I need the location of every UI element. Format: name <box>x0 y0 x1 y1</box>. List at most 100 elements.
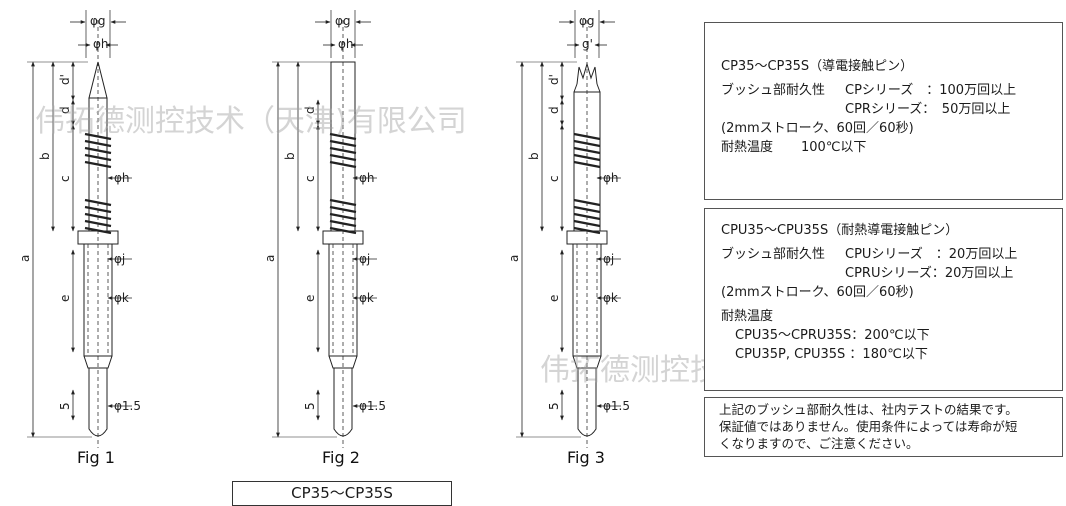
spring-coil <box>329 153 357 162</box>
fig-2-label: Fig 2 <box>322 448 360 467</box>
spring-coil <box>84 219 112 228</box>
spring-coil <box>84 160 112 169</box>
label-phi-k: φk <box>359 291 374 305</box>
cp35-stroke-note: (2mmストローク、60回／60秒) <box>721 121 914 136</box>
spring-coil <box>329 219 357 228</box>
label-a: a <box>18 255 32 262</box>
disclaimer-line-3: くなりますので、ご注意ください。 <box>719 436 919 451</box>
label-phi-j: φj <box>114 252 125 266</box>
label-c: c <box>547 175 561 182</box>
model-tab[interactable]: CP35～CP35S <box>232 481 452 506</box>
label-e: e <box>303 295 317 302</box>
cpu35-heat-1: CPU35～CPRU35S：200℃以下 <box>735 328 930 343</box>
label-phi-j: φj <box>603 252 614 266</box>
label-e: e <box>58 295 72 302</box>
cpu35-durability-cpru: CPRUシリーズ：20万回以上 <box>845 266 1014 281</box>
label-phi-h: φh <box>359 171 375 185</box>
spring-coil <box>573 205 601 214</box>
spec-box-cpu35: CPU35～CPU35S（耐熱導電接触ピン） ブッシュ部耐久性 CPUシリーズ … <box>704 208 1063 391</box>
fig-3-label: Fig 3 <box>567 448 605 467</box>
spring-coil <box>329 198 357 207</box>
label-c: c <box>58 175 72 182</box>
label-e: e <box>547 295 561 302</box>
cp35-durability-cp: CPシリーズ ：100万回以上 <box>845 83 1017 98</box>
label-b: b <box>283 152 297 160</box>
spring-coil <box>329 146 357 155</box>
lower-plunger <box>88 368 108 437</box>
tube <box>572 243 602 357</box>
label-top-2: φh <box>338 37 354 51</box>
cpu35-heat-label: 耐熱温度 <box>721 309 774 324</box>
lower-spring <box>573 198 601 235</box>
fig-1-label: Fig 1 <box>77 448 115 467</box>
cpu35-durability-label: ブッシュ部耐久性 <box>721 247 826 262</box>
label-d-prime: d' <box>547 74 561 85</box>
tube <box>83 243 113 357</box>
spring-coil <box>84 198 112 207</box>
spring-coil <box>573 139 601 148</box>
label-a: a <box>263 255 277 262</box>
lower-plunger <box>577 368 597 437</box>
cp35-heat-label: 耐熱温度 <box>721 140 774 155</box>
cp35-heat-value: 100℃以下 <box>801 140 867 155</box>
spring-coil <box>84 153 112 162</box>
label-phi-g: φg <box>335 14 351 28</box>
label-c: c <box>303 175 317 182</box>
spring-coil <box>573 212 601 221</box>
label-b: b <box>38 152 52 160</box>
tube <box>328 243 358 357</box>
label-top-2: g' <box>582 37 593 51</box>
upper-spring <box>573 132 601 169</box>
cp35-durability-label: ブッシュ部耐久性 <box>721 83 826 98</box>
step <box>83 355 113 369</box>
spring-coil <box>84 139 112 148</box>
disclaimer-line-2: 保証値ではありません。使用条件によっては寿命が短 <box>719 419 1018 434</box>
label-d: d <box>58 106 72 114</box>
label-d-prime: d' <box>58 74 72 85</box>
label-b: b <box>527 152 541 160</box>
label-5: 5 <box>547 402 561 410</box>
spring-coil <box>84 132 112 141</box>
disclaimer-box: 上記のブッシュ部耐久性は、社内テストの結果です。 保証値ではありません。使用条件… <box>704 397 1063 457</box>
spring-coil <box>573 153 601 162</box>
step <box>328 355 358 369</box>
spring-coil <box>329 139 357 148</box>
label-phi-k: φk <box>603 291 618 305</box>
upper-spring <box>84 132 112 169</box>
label-phi-15: φ1.5 <box>359 399 386 413</box>
cp35-durability-cpr: CPRシリーズ： 50万回以上 <box>845 102 1011 117</box>
crown-edge-l <box>573 83 578 93</box>
lower-plunger <box>333 368 353 437</box>
cpu35-title: CPU35～CPU35S（耐熱導電接触ピン） <box>721 223 959 238</box>
spec-box-cp35: CP35～CP35S（導電接触ピン） ブッシュ部耐久性 CPシリーズ ：100万… <box>704 22 1063 200</box>
spring-coil <box>329 205 357 214</box>
upper-spring <box>329 132 357 169</box>
crown-tip <box>576 62 598 85</box>
spring-coil <box>84 212 112 221</box>
label-phi-15: φ1.5 <box>603 399 630 413</box>
step <box>572 355 602 369</box>
spring-coil <box>84 146 112 155</box>
cpu35-stroke-note: (2mmストローク、60回／60秒) <box>721 285 914 300</box>
crown-edge-r <box>596 83 601 93</box>
label-phi-g: φg <box>90 14 106 28</box>
label-5: 5 <box>58 402 72 410</box>
label-phi-g: φg <box>579 14 595 28</box>
cp35-title: CP35～CP35S（導電接触ピン） <box>721 59 914 74</box>
spring-coil <box>329 160 357 169</box>
label-phi-h: φh <box>114 171 130 185</box>
spring-coil <box>573 146 601 155</box>
spring-coil <box>573 198 601 207</box>
disclaimer-line-1: 上記のブッシュ部耐久性は、社内テストの結果です。 <box>719 402 1018 417</box>
spring-coil <box>573 219 601 228</box>
label-phi-15: φ1.5 <box>114 399 141 413</box>
spring-coil <box>573 132 601 141</box>
spring-coil <box>329 132 357 141</box>
label-5: 5 <box>303 402 317 410</box>
label-top-2: φh <box>93 37 109 51</box>
label-a: a <box>507 255 521 262</box>
